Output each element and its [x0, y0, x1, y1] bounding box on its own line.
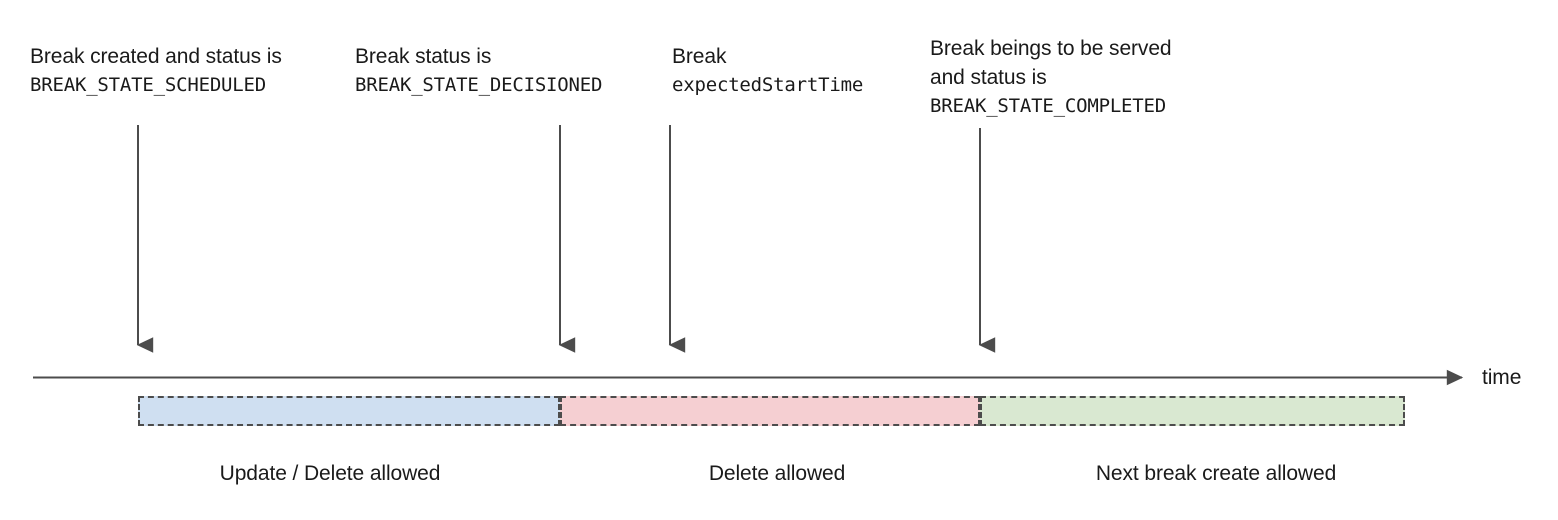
- annotation-line: Break created and status is: [30, 45, 282, 68]
- segment-caption-next-break-create: Next break create allowed: [1095, 462, 1337, 485]
- annotation-line: Break status is: [355, 45, 492, 68]
- event-annotation-expected-start-time: Break expectedStartTime: [672, 42, 863, 100]
- annotation-line: and status is: [930, 66, 1047, 89]
- timeline-band-update-delete: [138, 396, 560, 426]
- annotation-line: BREAK_STATE_DECISIONED: [355, 74, 603, 96]
- segment-caption-delete-only: Delete allowed: [708, 462, 846, 485]
- annotation-line: expectedStartTime: [672, 74, 864, 96]
- segment-caption-update-delete: Update / Delete allowed: [219, 462, 441, 485]
- event-annotation-completed: Break beings to be served and status is …: [930, 34, 1172, 121]
- timeline-band-next-break-create: [980, 396, 1405, 426]
- event-annotation-decisioned: Break status is BREAK_STATE_DECISIONED: [355, 42, 602, 100]
- annotation-line: BREAK_STATE_SCHEDULED: [30, 74, 267, 96]
- annotation-line: Break: [672, 45, 727, 68]
- time-axis-label: time: [1482, 366, 1522, 389]
- annotation-line: Break beings to be served: [930, 37, 1172, 60]
- annotation-line: BREAK_STATE_COMPLETED: [930, 95, 1167, 117]
- event-annotation-created-scheduled: Break created and status is BREAK_STATE_…: [30, 42, 282, 100]
- timeline-band-delete-only: [560, 396, 980, 426]
